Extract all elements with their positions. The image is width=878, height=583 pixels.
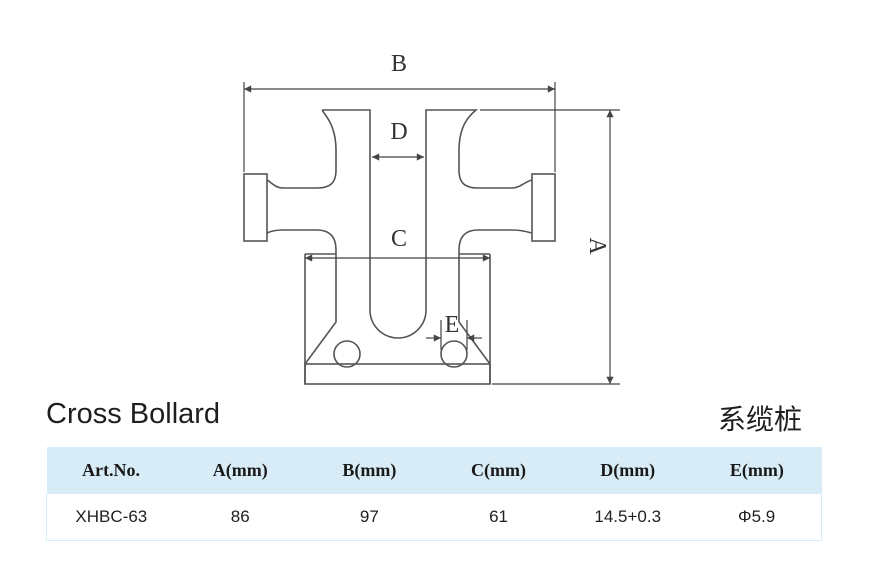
label-c: C xyxy=(391,226,407,252)
product-title-cn: 系缆桩 xyxy=(717,403,802,436)
header-a: A(mm) xyxy=(175,447,305,494)
spec-header-row: Art.No. A(mm) B(mm) C(mm) D(mm) E(mm) xyxy=(46,447,822,494)
product-title-en: Cross Bollard xyxy=(46,398,221,430)
label-d: D xyxy=(390,119,407,145)
header-art-no: Art.No. xyxy=(46,447,176,494)
cross-bollard-drawing: B D C E A xyxy=(243,51,620,385)
body-outline xyxy=(266,109,533,365)
header-b: B(mm) xyxy=(304,447,434,494)
table-row: XHBC-63 86 97 61 14.5+0.3 Φ5.9 xyxy=(45,494,823,541)
right-cap xyxy=(531,173,556,242)
cell-e: Φ5.9 xyxy=(692,494,823,541)
base-plate xyxy=(304,363,491,385)
label-e: E xyxy=(445,312,460,338)
dimension-lines xyxy=(243,82,620,385)
header-c: C(mm) xyxy=(433,447,564,494)
header-d: D(mm) xyxy=(563,447,693,494)
hole-right xyxy=(440,340,468,368)
cell-b: 97 xyxy=(304,494,434,541)
label-a: A xyxy=(584,237,610,255)
cell-c: 61 xyxy=(433,494,564,541)
label-b: B xyxy=(391,51,407,77)
cell-d: 14.5+0.3 xyxy=(563,494,693,541)
cell-a: 86 xyxy=(175,494,305,541)
cell-art-no: XHBC-63 xyxy=(45,494,176,541)
spec-table: Art.No. A(mm) B(mm) C(mm) D(mm) E(mm) XH… xyxy=(45,447,823,541)
hole-left xyxy=(333,340,361,368)
left-cap xyxy=(243,173,268,242)
header-e: E(mm) xyxy=(692,447,822,494)
base-sides xyxy=(304,254,491,384)
bollard-outline xyxy=(243,109,556,385)
